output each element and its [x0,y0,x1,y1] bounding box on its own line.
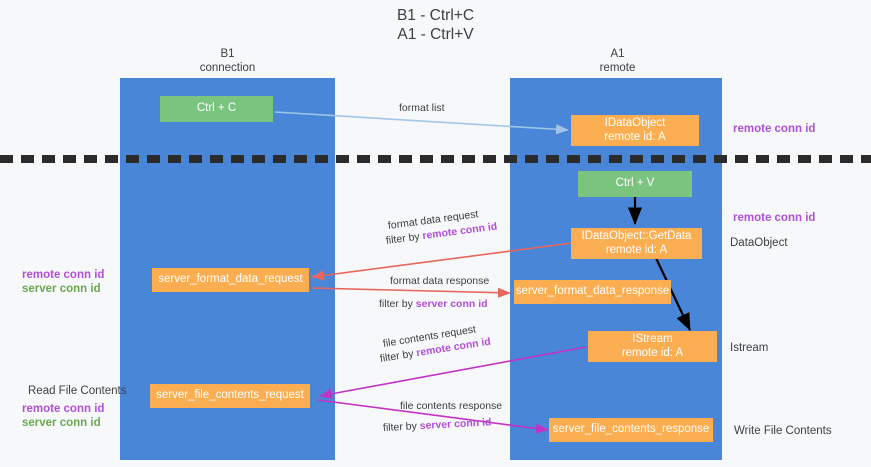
column-header-b1: B1 connection [155,48,300,75]
column-header-a1-name: A1 [610,48,625,60]
box-idataobject-line1: IDataObject [604,117,666,129]
column-header-a1: A1 remote [545,48,690,75]
box-getdata-line2: remote id: A [605,243,668,256]
annotation-write-file-contents: Write File Contents [734,425,832,437]
title-line-2: A1 - Ctrl+V [397,26,474,43]
box-server-file-contents-request-label: server_file_contents_request [156,389,304,402]
filter-key-server-conn-id-2: server conn id [419,416,492,433]
title-line-1: B1 - Ctrl+C [396,7,475,24]
box-idataobject[interactable]: IDataObject remote id: A [571,115,699,146]
column-header-a1-role: remote [599,61,636,74]
box-getdata-line1: IDataObject::GetData [581,230,692,242]
box-server-file-contents-response-label: server_file_contents_response [552,423,710,436]
filter-key-server-conn-id: server conn id [415,298,488,310]
box-istream-line2: remote id: A [621,346,684,359]
box-server-file-contents-response[interactable]: server_file_contents_response [549,418,713,442]
box-ctrl-v[interactable]: Ctrl + V [578,171,692,197]
annotation-left-server-conn-id: server conn id [22,283,101,295]
box-idataobject-getdata[interactable]: IDataObject::GetData remote id: A [571,228,702,259]
box-server-file-contents-request[interactable]: server_file_contents_request [150,384,310,408]
edge-label-file-contents-response: file contents response [400,400,503,412]
annotation-istream: Istream [730,342,769,354]
phase-divider [0,155,871,163]
column-header-b1-role: connection [199,61,256,74]
box-server-format-data-request[interactable]: server_format_data_request [152,268,309,292]
box-server-format-data-response-label: server_format_data_response [515,285,670,298]
box-ctrl-c-label: Ctrl + C [196,102,237,115]
annotation-left-remote-conn-id: remote conn id [22,269,105,281]
filter-prefix-4: filter by [382,420,421,434]
edge-label-format-list: format list [399,102,445,114]
annotation-remote-conn-id-top: remote conn id [733,123,816,135]
edge-label-file-contents-response-filter: filter by server conn id [383,415,492,435]
arrow-format-data-response [311,287,511,298]
page-title: B1 - Ctrl+C A1 - Ctrl+V [0,6,871,44]
box-ctrl-v-label: Ctrl + V [615,177,655,190]
annotation-left-remote-conn-id-2: remote conn id [22,403,105,415]
box-server-format-data-response[interactable]: server_format_data_response [514,280,671,304]
edge-label-format-data-response-filter: filter by server conn id [379,297,488,311]
column-header-b1-name: B1 [220,48,235,60]
filter-prefix-2: filter by [379,298,416,310]
box-server-format-data-request-label: server_format_data_request [158,273,303,286]
annotation-left-server-conn-id-2: server conn id [22,417,101,429]
filter-prefix: filter by [385,230,424,247]
box-istream-line1: IStream [632,333,673,345]
annotation-dataobject: DataObject [730,237,788,249]
box-idataobject-line2: remote id: A [604,130,666,143]
annotation-remote-conn-id-mid: remote conn id [733,212,816,224]
edge-label-format-data-response: format data response [390,275,490,287]
box-istream[interactable]: IStream remote id: A [588,331,717,362]
annotation-read-file-contents: Read File Contents [28,385,127,397]
box-ctrl-c[interactable]: Ctrl + C [160,96,273,122]
